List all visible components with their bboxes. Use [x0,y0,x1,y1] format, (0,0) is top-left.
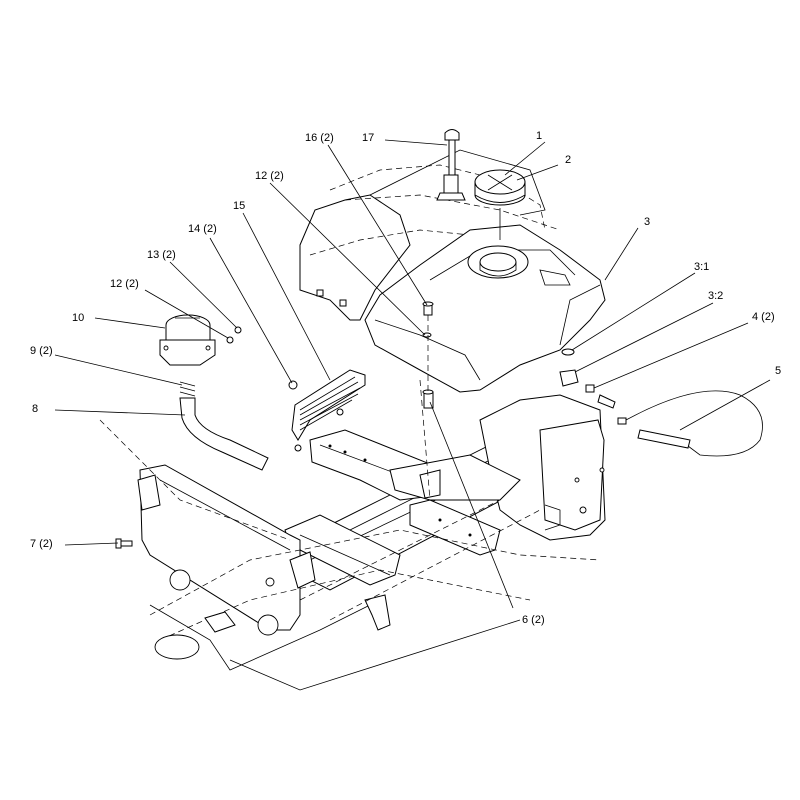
fuel-gauge[interactable] [436,129,466,201]
callout-8[interactable]: 8 [32,403,39,415]
callout-3[interactable]: 3 [644,216,651,228]
callout-14[interactable]: 14 (2) [188,223,217,235]
callout-3-2[interactable]: 3:2 [708,290,724,302]
fuel-tank[interactable] [364,224,606,393]
callout-15[interactable]: 15 [233,200,246,212]
callout-4[interactable]: 4 (2) [752,311,775,323]
callout-9[interactable]: 9 (2) [30,345,53,357]
callout-12-left[interactable]: 12 (2) [110,278,139,290]
callout-2[interactable]: 2 [565,154,572,166]
callout-7[interactable]: 7 (2) [30,538,53,550]
heat-screen[interactable] [288,369,366,452]
callout-13[interactable]: 13 (2) [147,249,176,261]
callout-6[interactable]: 6 (2) [522,614,545,626]
callout-10[interactable]: 10 [72,312,85,324]
fuel-fittings [559,348,627,425]
fuel-hose[interactable] [625,390,763,457]
hood-outline [299,149,561,321]
callout-1[interactable]: 1 [536,130,543,142]
chassis-frame [99,379,606,691]
callout-16[interactable]: 16 (2) [305,132,334,144]
bolt-7 [115,538,133,549]
fuel-pump[interactable] [159,314,242,366]
callout-5[interactable]: 5 [775,365,782,377]
spring-and-tube[interactable] [179,381,269,471]
fuel-cap[interactable] [474,169,526,240]
callout-17[interactable]: 17 [362,132,375,144]
leader-lines [54,139,771,609]
callout-12-right[interactable]: 12 (2) [255,170,284,182]
callout-3-1[interactable]: 3:1 [694,261,710,273]
tank-mount-hardware [422,301,434,409]
